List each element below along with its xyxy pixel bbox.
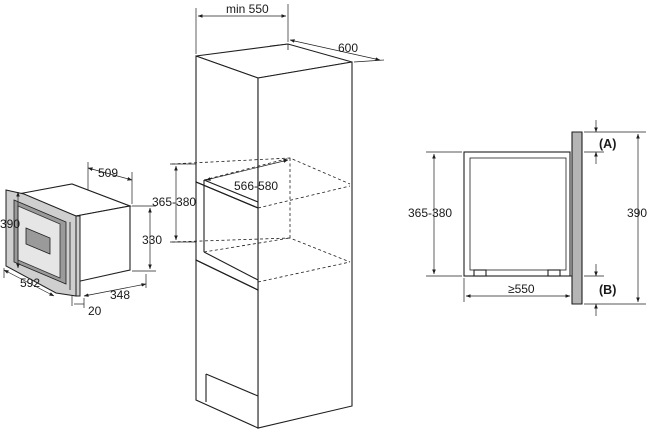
dim-front-width: 592 — [20, 276, 40, 290]
front-panel-section — [571, 131, 583, 305]
dim-panel-depth: 20 — [88, 304, 102, 318]
dim-cabinet-depth: 600 — [338, 41, 358, 55]
label-b: (B) — [599, 283, 616, 297]
microwave-control-window — [25, 227, 51, 255]
dim-cabinet-min-width: min 550 — [226, 2, 269, 16]
section-dimensions: 365-380 390 (A) (B) ≥550 — [408, 120, 647, 316]
cabinet-drawing — [171, 43, 353, 429]
dim-niche-height: 365-380 — [152, 195, 196, 209]
dim-section-niche-height: 365-380 — [408, 206, 452, 220]
section-drawing — [463, 131, 583, 305]
dim-body-height: 330 — [142, 233, 162, 247]
dim-front-height: 390 — [0, 217, 20, 231]
cabinet-dimensions: min 550 600 566-580 365-380 — [152, 2, 385, 243]
dim-niche-width: 566-580 — [234, 179, 278, 193]
dim-body-depth: 348 — [110, 288, 130, 302]
dim-section-min-depth: ≥550 — [508, 282, 535, 296]
dim-section-total-height: 390 — [627, 206, 647, 220]
label-a: (A) — [599, 137, 616, 151]
microwave-dimensions: 509 390 330 592 348 20 — [0, 162, 162, 318]
dim-body-width: 509 — [98, 166, 118, 180]
microwave-section — [463, 151, 571, 277]
